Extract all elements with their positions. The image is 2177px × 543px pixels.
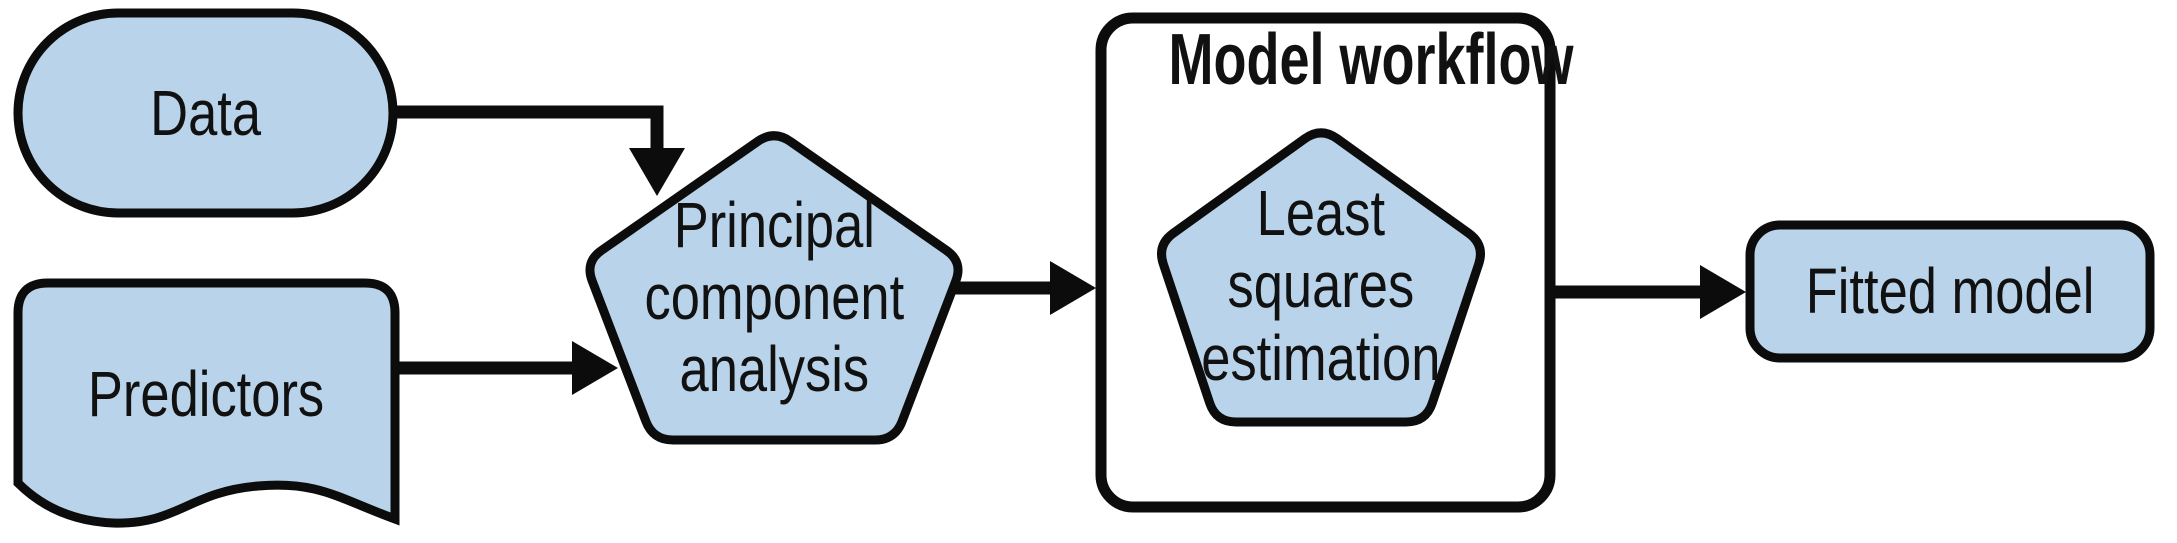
edge-data-to-pca-line bbox=[392, 105, 664, 150]
fitted-model-node-shape bbox=[1745, 220, 2155, 363]
pca-node-shape bbox=[585, 131, 963, 445]
lse-node-shape bbox=[1157, 128, 1485, 427]
edge-workflow-to-fitted-arrowhead bbox=[1700, 265, 1746, 319]
data-node-shape bbox=[13, 8, 398, 218]
predictors-node-shape bbox=[13, 278, 400, 528]
edge-data-to-pca-arrowhead bbox=[629, 148, 685, 196]
edge-pca-to-workflow-arrowhead bbox=[1050, 261, 1096, 315]
edge-predictors-to-pca-arrowhead bbox=[572, 341, 618, 395]
